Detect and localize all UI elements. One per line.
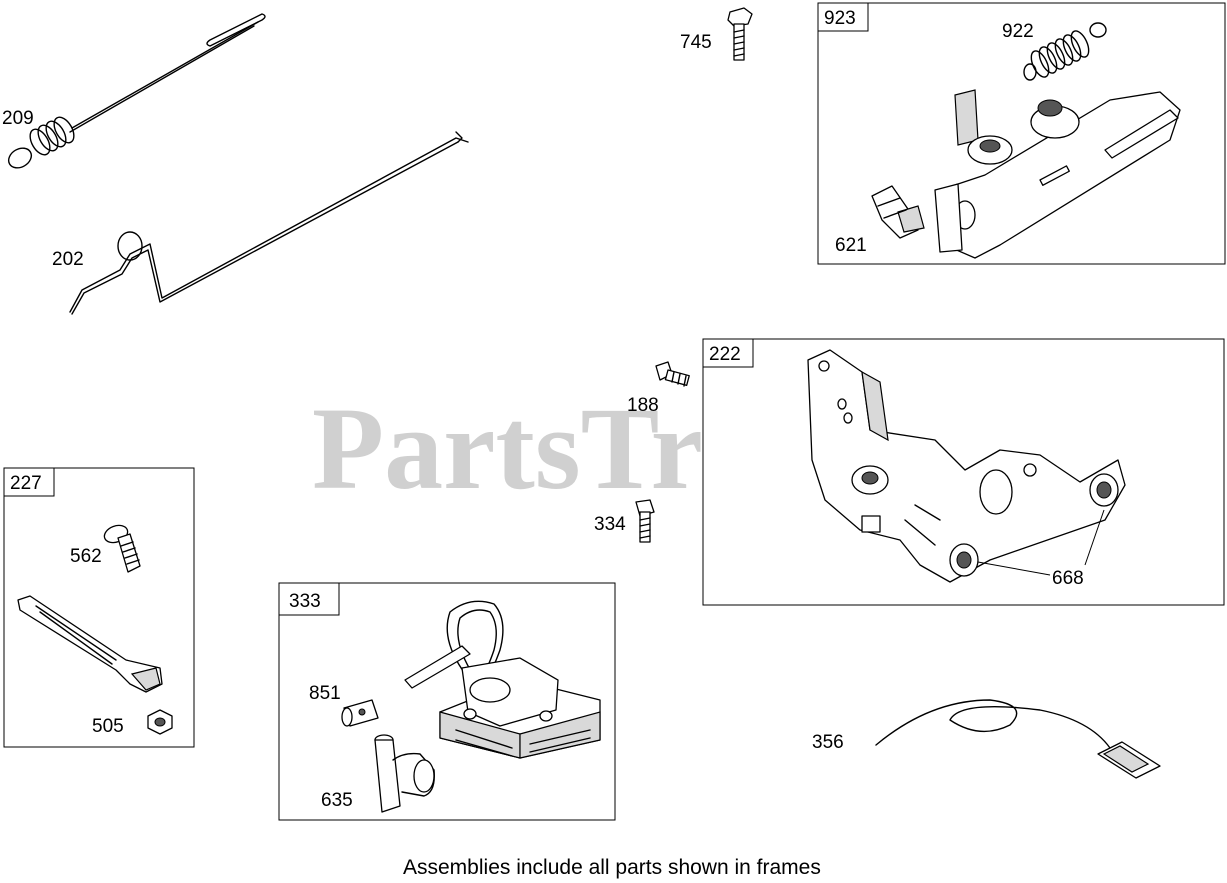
frame-923: 923 922 621 xyxy=(817,2,1226,265)
label-209: 209 xyxy=(2,108,34,129)
part-202-wire-link[interactable] xyxy=(69,131,469,315)
footer-note: Assemblies include all parts shown in fr… xyxy=(403,856,821,879)
label-745: 745 xyxy=(680,32,712,53)
frame-923-tag: 923 xyxy=(824,8,856,29)
part-222-control-bracket[interactable] xyxy=(807,349,1126,583)
part-621-clip[interactable] xyxy=(871,185,925,239)
label-851: 851 xyxy=(309,683,341,704)
part-333-ignition-coil[interactable] xyxy=(404,600,601,759)
label-188: 188 xyxy=(627,395,659,416)
frame-227-tag: 227 xyxy=(10,473,42,494)
label-334: 334 xyxy=(594,514,626,535)
frame-222: 222 668 xyxy=(702,338,1225,606)
label-621: 621 xyxy=(835,235,867,256)
part-635-spark-plug-boot[interactable] xyxy=(374,734,435,813)
label-356: 356 xyxy=(812,732,844,753)
part-922-spring[interactable] xyxy=(1023,22,1107,81)
part-923-governor-bracket[interactable] xyxy=(934,89,1181,259)
label-668: 668 xyxy=(1052,568,1084,589)
part-188-bolt[interactable] xyxy=(655,361,690,387)
part-227-throttle-arm[interactable] xyxy=(17,595,163,693)
part-334-bolt[interactable] xyxy=(635,499,655,543)
part-356-wire-connector[interactable] xyxy=(875,699,1161,779)
label-635: 635 xyxy=(321,790,353,811)
frame-333-tag: 333 xyxy=(289,591,321,612)
label-505: 505 xyxy=(92,716,124,737)
frame-222-tag: 222 xyxy=(709,344,741,365)
part-209-spring-rod[interactable] xyxy=(5,13,266,172)
label-562: 562 xyxy=(70,546,102,567)
label-922: 922 xyxy=(1002,21,1034,42)
part-562-screw[interactable] xyxy=(102,522,141,573)
label-202: 202 xyxy=(52,249,84,270)
part-851-terminal[interactable] xyxy=(341,699,379,727)
frame-333: 333 851 635 xyxy=(278,582,616,821)
part-505-nut[interactable] xyxy=(147,709,173,735)
part-745-bolt[interactable] xyxy=(727,7,753,61)
frame-227: 227 562 505 xyxy=(3,467,195,748)
